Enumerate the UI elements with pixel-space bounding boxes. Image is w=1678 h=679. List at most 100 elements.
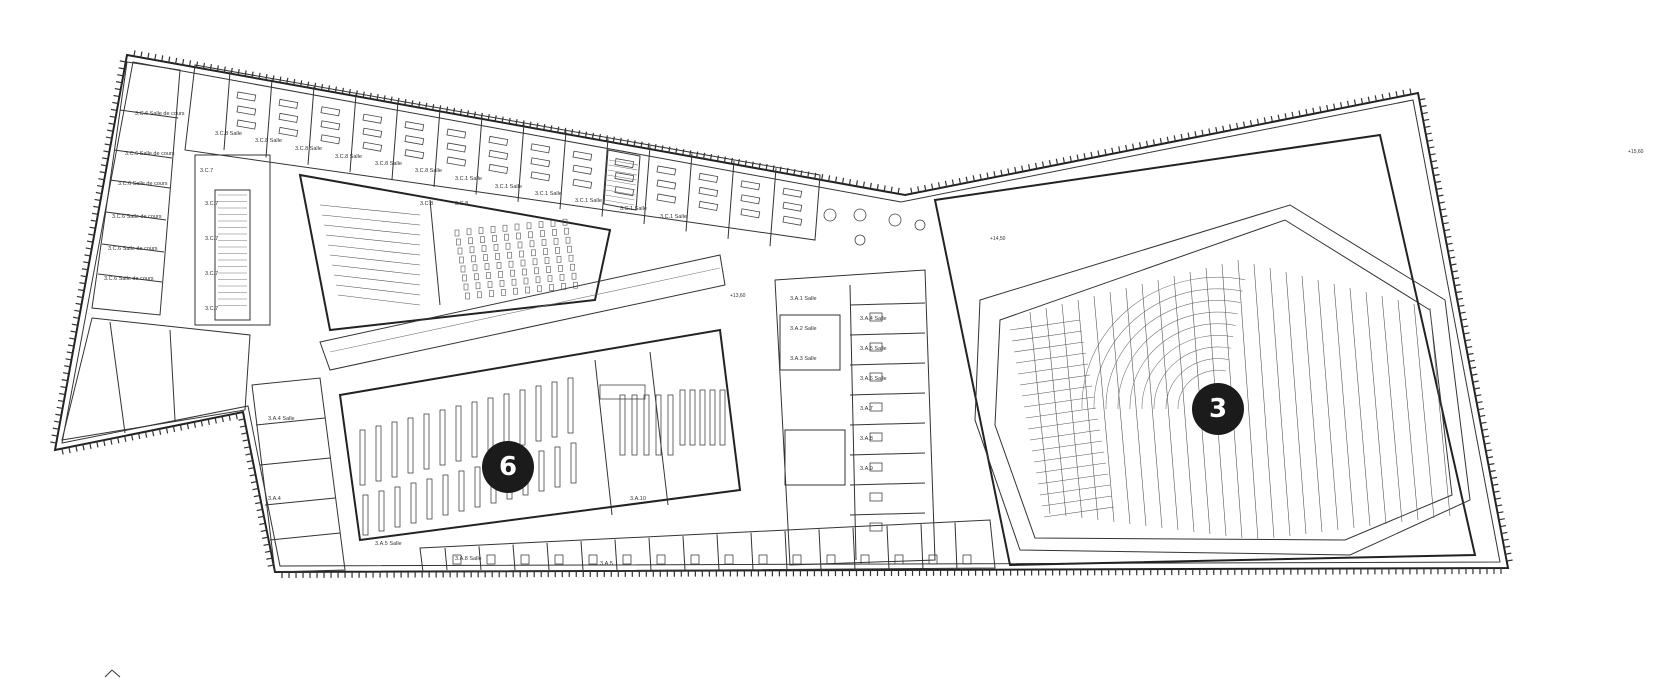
room-partition	[307, 86, 315, 165]
seat-row	[327, 244, 421, 256]
stair-step	[606, 184, 636, 191]
room-partition	[849, 512, 926, 516]
seat	[528, 231, 533, 239]
room-partition	[784, 530, 788, 571]
facade-tick	[1467, 352, 1474, 356]
room-partition	[727, 160, 735, 239]
facade-tick	[1187, 132, 1190, 139]
facade-tick	[102, 157, 109, 160]
shelf	[570, 442, 577, 484]
facade-tick	[709, 153, 713, 161]
desk	[320, 106, 341, 117]
room-partition	[849, 284, 857, 561]
facade-tick	[1277, 114, 1280, 121]
facade-tick	[71, 323, 78, 326]
room-partition	[475, 116, 483, 195]
lounge-tables	[823, 208, 926, 246]
seat	[498, 271, 503, 278]
facade-tick	[1470, 366, 1477, 369]
room-label: 3.C.8	[455, 201, 468, 207]
seat-row	[1015, 352, 1087, 364]
seat-row	[1253, 263, 1275, 539]
facade-tick	[647, 142, 650, 149]
facade-tick	[1083, 153, 1086, 160]
facade-tick	[1442, 222, 1449, 225]
facade-tick	[1007, 168, 1010, 175]
facade-tick	[257, 515, 264, 519]
desk	[404, 121, 425, 132]
facade-tick	[751, 161, 754, 168]
facade-tick	[640, 141, 643, 148]
facade-tick	[1421, 111, 1428, 115]
seat	[568, 254, 574, 262]
facade-tick	[1180, 133, 1183, 140]
facade-tick	[64, 365, 71, 368]
room-partition	[818, 529, 822, 571]
facade-tick	[52, 427, 59, 430]
facade-ticks	[50, 50, 1513, 578]
facade-tick	[1464, 339, 1471, 342]
seat	[499, 280, 505, 287]
facade-tick	[267, 564, 274, 567]
facade-tick	[1118, 146, 1121, 153]
core-block	[194, 154, 271, 326]
shelf	[391, 421, 398, 478]
seat-row	[1109, 291, 1131, 525]
facade-tick	[1440, 208, 1447, 211]
facade-tick	[117, 437, 120, 444]
seat	[544, 257, 550, 264]
facade-tick	[1428, 146, 1435, 149]
shelf	[554, 446, 561, 488]
desk	[278, 126, 299, 137]
facade-tick	[965, 176, 968, 183]
seat	[480, 236, 485, 243]
facade-tick	[1235, 122, 1239, 129]
room-partition	[512, 544, 516, 571]
seat-row	[335, 284, 421, 296]
seat	[496, 262, 502, 269]
facade-tick	[99, 171, 106, 174]
facade-tick	[570, 128, 574, 136]
facade-tick	[1215, 126, 1218, 134]
facade-tick	[144, 431, 148, 438]
facade-tick	[1034, 162, 1038, 169]
facade-tick	[140, 51, 143, 58]
facade-tick	[1125, 144, 1128, 152]
seat	[487, 281, 493, 288]
facade-tick	[245, 453, 252, 456]
facade-tick	[543, 123, 546, 131]
facade-tick	[1097, 150, 1100, 157]
facade-tick	[654, 143, 657, 151]
seat	[508, 260, 514, 268]
facade-tick	[1493, 490, 1500, 493]
room-label: 3.C.6 Salle de cours	[112, 214, 162, 220]
facade-tick	[1229, 124, 1232, 131]
facade-tick	[689, 150, 692, 157]
shelf	[442, 474, 449, 516]
facade-tick	[841, 177, 845, 184]
facade-tick	[584, 131, 588, 138]
facade-tick	[221, 416, 224, 423]
room-label: 3.A.10	[630, 496, 646, 502]
facade-tick	[1305, 109, 1308, 116]
facade-tick	[98, 178, 105, 181]
furniture	[894, 554, 904, 565]
corridor	[319, 254, 726, 371]
facade-tick	[1166, 136, 1170, 143]
facade-tick	[1471, 373, 1478, 376]
facade-tick	[1483, 435, 1490, 438]
seat-row	[333, 274, 421, 286]
desk	[656, 179, 677, 190]
facade-tick	[61, 379, 68, 382]
facade-tick	[1485, 449, 1492, 452]
north-arrow-icon	[104, 669, 121, 678]
facade-tick	[1194, 131, 1197, 138]
facade-tick	[1443, 228, 1451, 232]
facade-tick	[253, 494, 260, 498]
facade-tick	[1489, 469, 1496, 473]
seat-row	[1039, 484, 1111, 496]
seat	[502, 224, 508, 232]
desk	[362, 127, 383, 138]
facade-tick	[1402, 89, 1405, 96]
room-label: 3.C.1 Salle	[535, 191, 562, 197]
